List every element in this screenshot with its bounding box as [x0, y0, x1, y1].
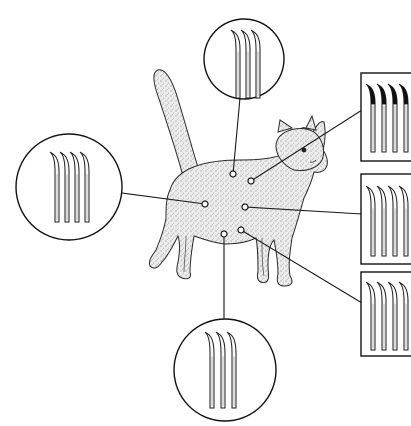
- cat-ear-right: [306, 116, 316, 130]
- cat-tail: [154, 70, 200, 176]
- sample-point: [230, 171, 236, 177]
- inset-circle-top: [204, 19, 284, 99]
- cat-illustration: [149, 70, 327, 286]
- sample-point: [221, 231, 227, 237]
- sample-point: [238, 227, 244, 233]
- sample-point: [248, 178, 254, 184]
- sample-point: [202, 201, 208, 207]
- sample-point: [242, 204, 248, 210]
